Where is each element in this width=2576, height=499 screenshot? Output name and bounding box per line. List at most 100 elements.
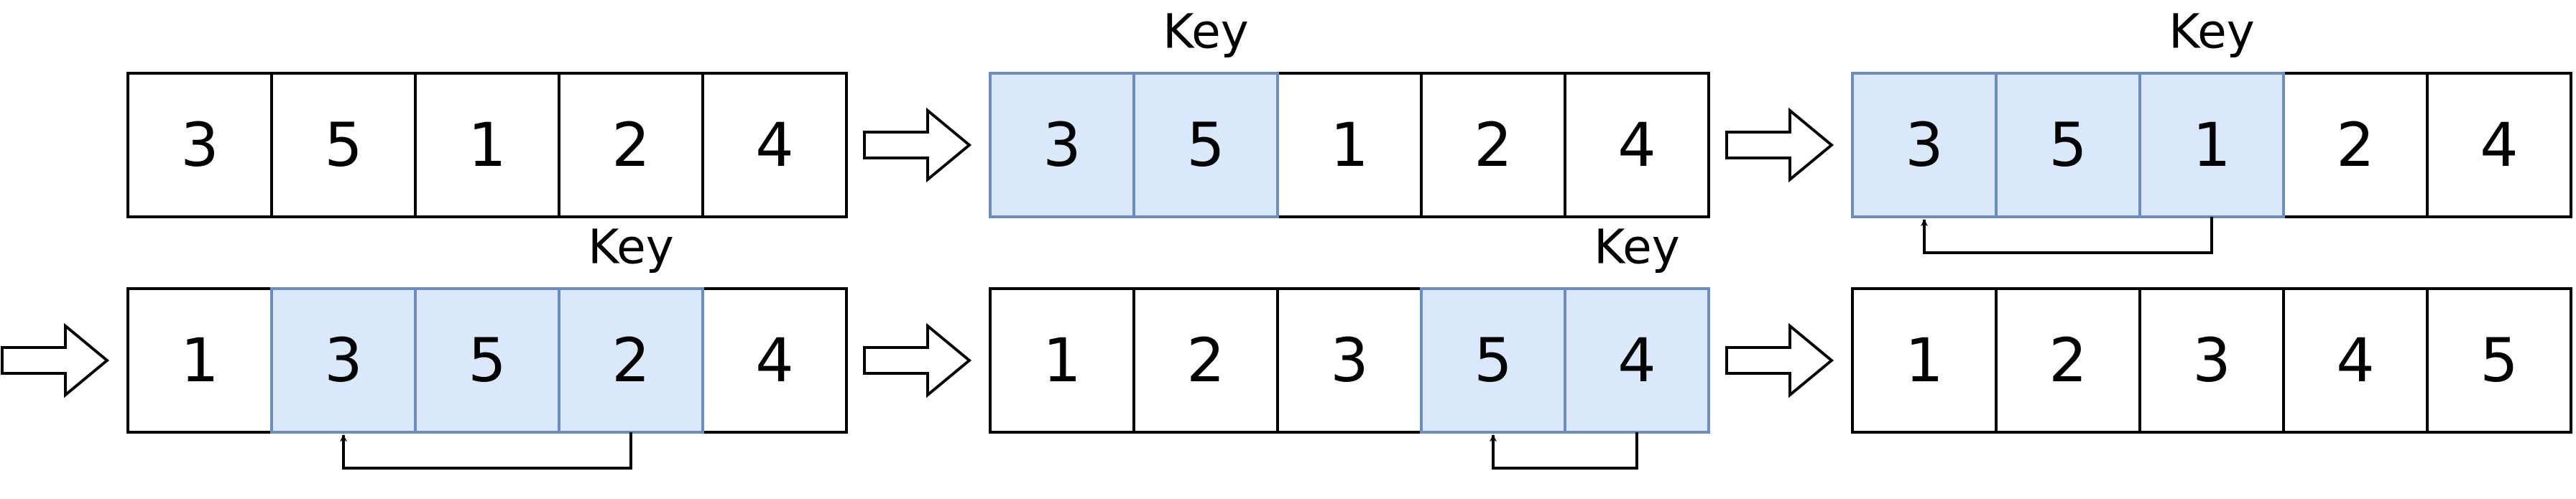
cell-value: 3 bbox=[2192, 325, 2230, 396]
array-cell: 4 bbox=[1564, 72, 1710, 218]
cell-value: 5 bbox=[2480, 325, 2518, 396]
array-cell: 1 bbox=[126, 287, 273, 434]
array-cell: 2 bbox=[2282, 72, 2429, 218]
cell-box bbox=[414, 287, 560, 434]
cell-box bbox=[989, 287, 1135, 434]
cell-box bbox=[270, 72, 417, 218]
array-cell-highlighted: 2 bbox=[558, 287, 704, 434]
cell-value: 3 bbox=[1043, 110, 1081, 180]
cell-value: 4 bbox=[755, 325, 793, 396]
cell-box bbox=[270, 287, 417, 434]
array-cell: 4 bbox=[701, 72, 848, 218]
array-cell: 3 bbox=[1276, 287, 1423, 434]
cell-value: 1 bbox=[1043, 325, 1081, 396]
array-cell: 1 bbox=[989, 287, 1135, 434]
cell-value: 5 bbox=[468, 325, 506, 396]
cell-value: 2 bbox=[1474, 110, 1512, 180]
array-step-1: 3 5 1 2 4 bbox=[126, 72, 848, 218]
cell-value: 2 bbox=[1186, 325, 1224, 396]
transition-arrows-layer bbox=[1, 107, 1834, 398]
array-cell: 4 bbox=[2426, 72, 2572, 218]
key-label: Key bbox=[1163, 4, 1249, 60]
cell-box bbox=[2138, 287, 2285, 434]
array-cell: 5 bbox=[2426, 287, 2572, 434]
array-cell: 4 bbox=[2282, 287, 2429, 434]
transition-arrow-icon bbox=[863, 322, 972, 398]
array-cell: 2 bbox=[1420, 72, 1566, 218]
transition-arrow-icon bbox=[1725, 322, 1834, 398]
array-cell: 1 bbox=[1851, 287, 1998, 434]
key-label: Key bbox=[1594, 220, 1680, 275]
transition-arrow-icon bbox=[1725, 107, 1834, 183]
array-cell-highlighted: 3 bbox=[270, 287, 417, 434]
key-label: Key bbox=[2169, 4, 2255, 60]
cell-value: 1 bbox=[2192, 110, 2230, 180]
cell-value: 2 bbox=[611, 325, 650, 396]
cell-value: 2 bbox=[2049, 325, 2087, 396]
cell-box bbox=[126, 287, 273, 434]
array-cell: 4 bbox=[701, 287, 848, 434]
cell-value: 4 bbox=[2480, 110, 2518, 180]
cell-value: 3 bbox=[1330, 325, 1368, 396]
cell-box bbox=[2282, 287, 2429, 434]
array-cell-highlighted: 5 bbox=[1132, 72, 1279, 218]
cell-value: 4 bbox=[1617, 110, 1656, 180]
cell-value: 5 bbox=[324, 110, 362, 180]
array-cell: 2 bbox=[1995, 287, 2141, 434]
array-cell: 2 bbox=[1132, 287, 1279, 434]
array-step-5: 1 2 3 5 4 Key bbox=[989, 220, 1710, 470]
cell-value: 3 bbox=[180, 110, 218, 180]
key-label: Key bbox=[588, 220, 674, 275]
cell-box bbox=[126, 72, 273, 218]
cell-value: 2 bbox=[2336, 110, 2374, 180]
cell-box bbox=[414, 72, 560, 218]
cell-box bbox=[1995, 72, 2141, 218]
array-step-2: 1 2 4 3 5 Key bbox=[989, 4, 1710, 218]
cell-box bbox=[701, 72, 848, 218]
cell-box bbox=[1420, 72, 1566, 218]
cell-value: 3 bbox=[1905, 110, 1943, 180]
cell-box bbox=[2426, 287, 2572, 434]
cell-box bbox=[1132, 287, 1279, 434]
cell-value: 2 bbox=[611, 110, 650, 180]
cell-box bbox=[1851, 72, 1998, 218]
cell-value: 3 bbox=[324, 325, 362, 396]
cell-box bbox=[1995, 287, 2141, 434]
insertion-arrow bbox=[1921, 217, 2213, 254]
cell-box bbox=[558, 287, 704, 434]
cell-value: 1 bbox=[1905, 325, 1943, 396]
cell-box bbox=[1564, 72, 1710, 218]
transition-arrow-icon bbox=[1, 322, 110, 398]
cell-value: 5 bbox=[1186, 110, 1224, 180]
array-step-6: 1 2 3 4 5 bbox=[1851, 287, 2572, 434]
cell-box bbox=[2426, 72, 2572, 218]
cell-value: 5 bbox=[2049, 110, 2087, 180]
cell-box bbox=[1276, 287, 1423, 434]
array-cell-highlighted: 4 bbox=[1564, 287, 1710, 434]
cell-box bbox=[1132, 72, 1279, 218]
cell-value: 4 bbox=[2336, 325, 2374, 396]
array-cell-highlighted: 5 bbox=[1420, 287, 1566, 434]
transition-arrow-icon bbox=[863, 107, 972, 183]
array-cell: 1 bbox=[414, 72, 560, 218]
array-cell-highlighted: 5 bbox=[414, 287, 560, 434]
cell-value: 1 bbox=[468, 110, 506, 180]
insertion-arrow bbox=[340, 432, 632, 470]
insertion-arrow bbox=[1490, 432, 1638, 470]
array-cell: 3 bbox=[126, 72, 273, 218]
array-cell: 5 bbox=[270, 72, 417, 218]
cell-value: 1 bbox=[1330, 110, 1368, 180]
array-cell-highlighted: 5 bbox=[1995, 72, 2141, 218]
array-cell: 2 bbox=[558, 72, 704, 218]
cell-value: 4 bbox=[755, 110, 793, 180]
array-step-4: 1 4 3 5 2 Key bbox=[126, 220, 848, 470]
cell-value: 5 bbox=[1474, 325, 1512, 396]
cell-value: 4 bbox=[1617, 325, 1656, 396]
array-step-3: 2 4 3 5 1 Key bbox=[1851, 4, 2572, 254]
array-cell: 3 bbox=[2138, 287, 2285, 434]
array-cell-highlighted: 3 bbox=[1851, 72, 1998, 218]
cell-box bbox=[989, 72, 1135, 218]
array-cell-highlighted: 3 bbox=[989, 72, 1135, 218]
